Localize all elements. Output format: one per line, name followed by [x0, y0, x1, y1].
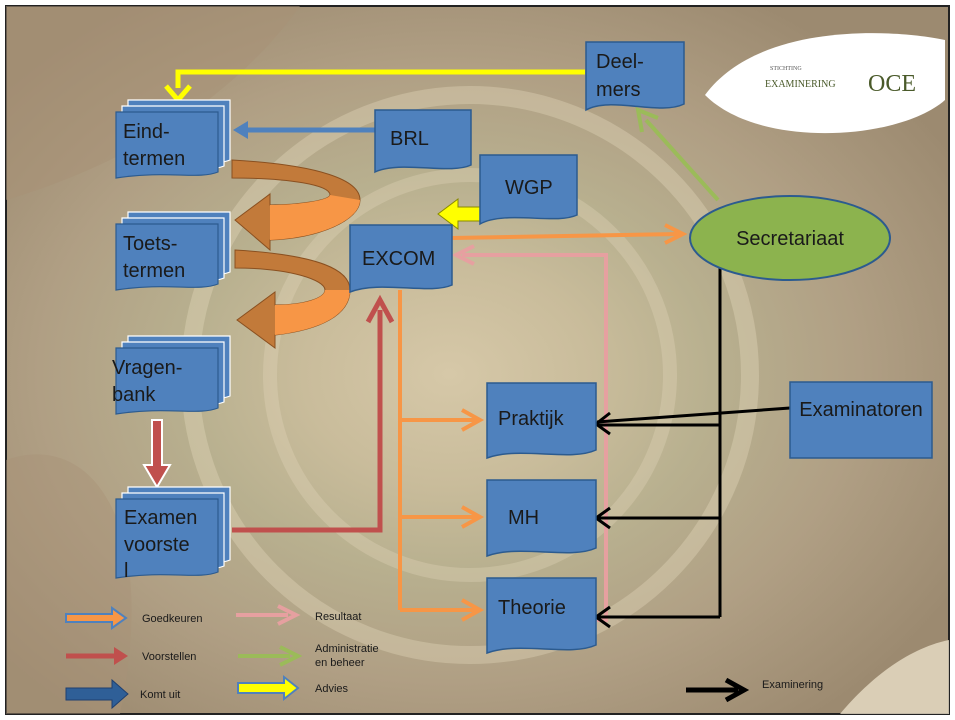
examenvoorstel-label-1: Examen: [124, 507, 197, 529]
theorie-label: Theorie: [498, 597, 566, 619]
logo-text: EXAMINERING: [765, 79, 836, 90]
goedkeuren-curve-toetstermen: [234, 249, 351, 349]
node-deelmers[interactable]: Deel- mers: [585, 41, 685, 112]
brl-label: BRL: [390, 128, 429, 150]
legend-examinering-label: Examinering: [762, 679, 823, 691]
legend-advies: Advies: [237, 674, 349, 702]
node-theorie[interactable]: Theorie: [486, 577, 597, 655]
komt-uit-arrow-brl: [233, 121, 375, 139]
praktijk-label: Praktijk: [498, 408, 565, 430]
node-eindtermen[interactable]: Eind- termen: [115, 99, 231, 179]
voorstellen-arrow-excom: [232, 294, 395, 533]
legend-goedkeuren: Goedkeuren: [65, 606, 203, 630]
legend-resultaat-label: Resultaat: [315, 611, 361, 623]
node-brl[interactable]: BRL: [374, 109, 472, 174]
goedkeuren-curve-eindtermen: [231, 159, 361, 252]
logo-brand: OCE: [868, 71, 916, 97]
legend-resultaat: Resultaat: [236, 604, 361, 626]
node-examenvoorstel[interactable]: Examen voorste l: [115, 486, 231, 582]
secretariaat-label: Secretariaat: [736, 228, 844, 250]
goedkeuren-arrows-down: [398, 290, 485, 622]
legend-administratie: Administratie en beheer: [238, 643, 379, 669]
node-wgp[interactable]: WGP: [479, 154, 578, 226]
vragenbank-label-1: Vragen-: [112, 357, 182, 379]
logo-background: [705, 33, 945, 134]
excom-label: EXCOM: [362, 248, 435, 270]
eindtermen-label-1: Eind-: [123, 121, 170, 143]
node-secretariaat[interactable]: Secretariaat: [689, 195, 891, 281]
node-praktijk[interactable]: Praktijk: [486, 382, 597, 460]
examenvoorstel-label-3: l: [124, 560, 128, 582]
legend-voorstellen: Voorstellen: [66, 647, 196, 665]
legend-advies-label: Advies: [315, 683, 349, 695]
deelmers-label-2: mers: [596, 79, 640, 101]
eindtermen-label-2: termen: [123, 148, 185, 170]
deelmers-label-1: Deel-: [596, 51, 644, 73]
administratie-arrow: [635, 106, 720, 202]
node-mh[interactable]: MH: [486, 479, 597, 558]
logo-small-text: STICHTING: [770, 66, 802, 72]
legend-goedkeuren-label: Goedkeuren: [142, 613, 203, 625]
wgp-label: WGP: [505, 177, 553, 199]
vragenbank-label-2: bank: [112, 384, 156, 406]
voorstellen-block-arrow: [142, 419, 172, 489]
examenvoorstel-label-2: voorste: [124, 534, 190, 556]
legend-komt-uit-label: Komt uit: [140, 689, 180, 701]
toetstermen-label-2: termen: [123, 260, 185, 282]
legend-voorstellen-label: Voorstellen: [142, 651, 196, 663]
examinatoren-label: Examinatoren: [799, 399, 922, 421]
node-excom[interactable]: EXCOM: [349, 224, 453, 294]
examinering-arrows: [593, 265, 791, 629]
legend-examinering: Examinering: [686, 677, 823, 703]
mh-label: MH: [508, 507, 539, 529]
legend-komt-uit: Komt uit: [65, 678, 180, 710]
goedkeuren-arrow-secretariaat: [451, 223, 688, 245]
node-examinatoren[interactable]: Examinatoren: [789, 381, 933, 459]
legend: Goedkeuren Voorstellen Komt uit Resultaa…: [65, 604, 823, 710]
bg-swirl-3: [840, 640, 949, 714]
node-vragenbank[interactable]: Vragen- bank: [112, 335, 231, 415]
bg-swirl-2: [6, 454, 132, 714]
legend-administratie-label-2: en beheer: [315, 657, 365, 669]
toetstermen-label-1: Toets-: [123, 233, 177, 255]
legend-administratie-label-1: Administratie: [315, 643, 379, 655]
advies-arrow-wgp: [437, 198, 481, 230]
node-toetstermen[interactable]: Toets- termen: [115, 211, 231, 291]
logo: STICHTING EXAMINERING OCE: [705, 33, 945, 134]
